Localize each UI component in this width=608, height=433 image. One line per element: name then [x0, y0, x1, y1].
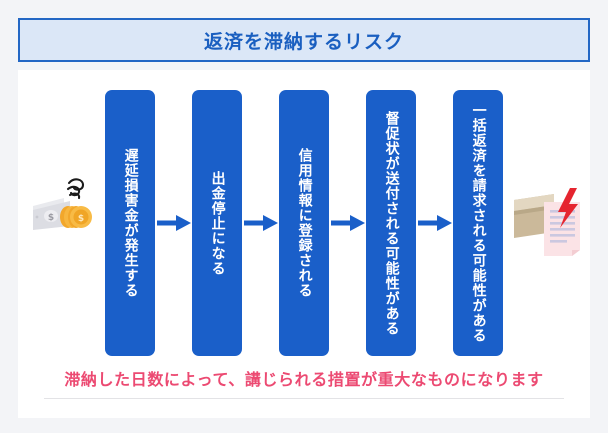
page-title-banner: 返済を滞納するリスク — [18, 18, 590, 62]
arrow-2-icon — [243, 90, 279, 356]
arrow-1-icon — [156, 90, 192, 356]
content-card: $ $ 遅延損害金が発生する — [18, 70, 590, 418]
flow-step-1-label: 遅延損害金が発生する — [122, 148, 139, 298]
warning-caption: 滞納した日数によって、講じられる措置が重大なものになります — [64, 370, 544, 389]
flow-diagram: $ $ 遅延損害金が発生する — [18, 70, 590, 360]
flow-step-3: 信用情報に登録される — [279, 90, 329, 356]
flow-steps: 遅延損害金が発生する 出金停止になる — [105, 90, 503, 356]
arrow-4-icon — [417, 90, 453, 356]
flow-step-5-label: 一括返済を請求される可能性がある — [470, 103, 487, 343]
money-cash-coins-icon: $ $ — [28, 170, 98, 236]
arrow-3-icon — [330, 90, 366, 356]
flow-step-2: 出金停止になる — [192, 90, 242, 356]
svg-text:$: $ — [48, 213, 54, 223]
caption-divider — [44, 398, 564, 399]
envelope-document-warning-icon — [510, 180, 588, 258]
flow-step-2-label: 出金停止になる — [209, 170, 226, 276]
flow-step-4-label: 督促状が送付される可能性がある — [383, 110, 400, 336]
svg-text:$: $ — [78, 214, 84, 224]
flow-step-4: 督促状が送付される可能性がある — [366, 90, 416, 356]
flow-step-1: 遅延損害金が発生する — [105, 90, 155, 356]
page-title: 返済を滞納するリスク — [203, 30, 404, 53]
flow-step-3-label: 信用情報に登録される — [296, 148, 313, 298]
flow-step-5: 一括返済を請求される可能性がある — [453, 90, 503, 356]
